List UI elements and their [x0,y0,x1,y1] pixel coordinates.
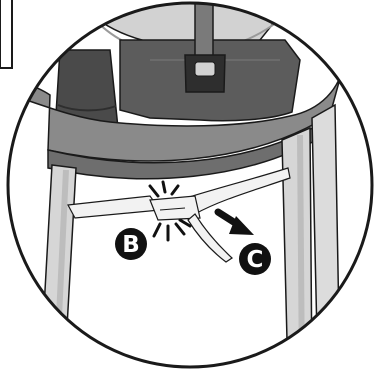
callout-b: B [115,228,147,260]
harness-buckle [185,55,225,92]
callout-c-label: C [247,247,264,273]
callout-b-label: B [122,232,140,258]
harness-strap [195,0,213,58]
callout-c: C [239,243,271,275]
background-panel-edge [0,0,12,68]
table-leg-front [312,105,340,377]
